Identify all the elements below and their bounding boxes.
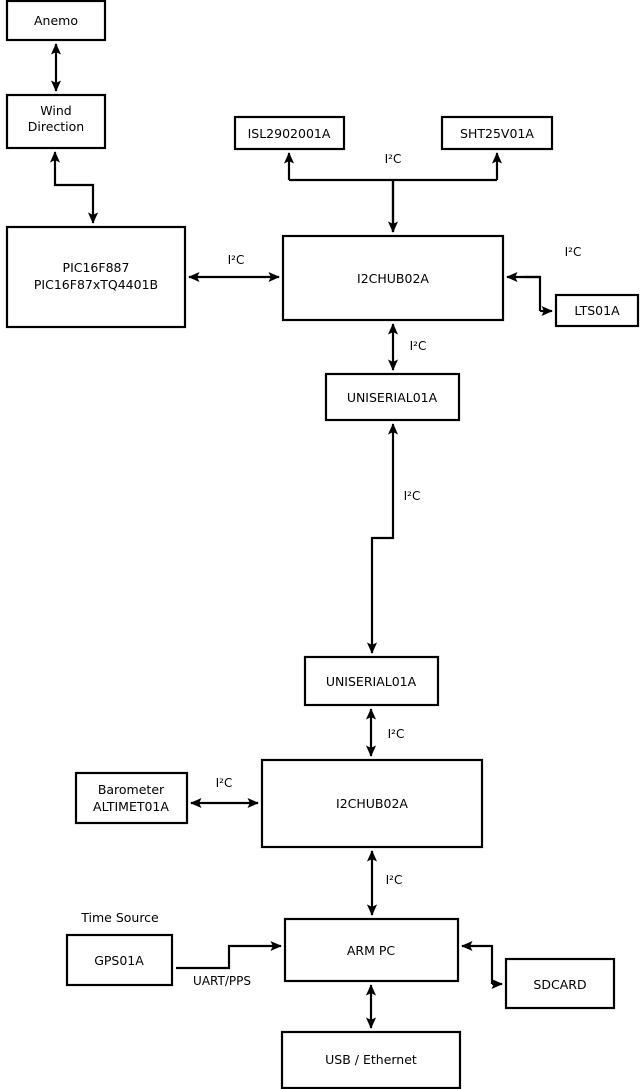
node-wind-direction-label-1: Wind [40,103,71,118]
node-gps01a[interactable]: GPS01A [65,933,174,987]
node-isl2902001a-label: ISL2902001A [248,126,331,141]
node-wind-direction-label-2: Direction [28,119,84,134]
node-pic-mcu-label-2: PIC16F87xTQ4401B [34,277,158,292]
edge-sdcard-return [461,940,494,984]
node-i2chub02a-bottom-label: I2CHUB02A [336,796,408,811]
node-anemo[interactable]: Anemo [5,0,107,42]
edge-label-i2c-pic-hub: I²C [228,253,245,267]
edge-wind-pic [49,151,99,224]
node-uniserial01a-top-label: UNISERIAL01A [347,390,438,405]
edge-label-i2c-uniserial-hub-bot: I²C [388,727,405,741]
node-i2chub02a-top[interactable]: I2CHUB02A [281,234,505,322]
node-i2chub02a-top-label: I2CHUB02A [357,271,429,286]
node-isl2902001a[interactable]: ISL2902001A [233,115,346,151]
edge-gps-armpc [176,940,282,970]
edge-label-i2c-sensors-top: I²C [385,152,402,166]
node-gps01a-label: GPS01A [94,953,144,968]
edge-label-i2c-hub-uniserial: I²C [410,339,427,353]
edge-uniserial-link-up [366,423,399,654]
edge-label-i2c-hub-armpc: I²C [386,873,403,887]
node-arm-pc[interactable]: ARM PC [283,917,460,983]
node-sht25v01a[interactable]: SHT25V01A [440,115,554,151]
node-barometer[interactable]: Barometer ALTIMET01A [74,771,189,825]
edge-label-i2c-hub-lts: I²C [565,245,582,259]
node-arm-pc-label: ARM PC [347,943,396,958]
node-usb-ethernet[interactable]: USB / Ethernet [280,1030,462,1089]
node-barometer-label-2: ALTIMET01A [93,799,169,814]
node-barometer-label-1: Barometer [98,782,165,797]
node-sdcard[interactable]: SDCARD [504,957,616,1010]
edge-label-uart-pps: UART/PPS [193,974,251,988]
edge-lts-return [506,271,542,311]
node-sht25v01a-label: SHT25V01A [460,126,534,141]
node-pic-mcu[interactable]: PIC16F887 PIC16F87xTQ4401B [5,225,187,329]
node-sdcard-label: SDCARD [533,977,586,992]
node-wind-direction[interactable]: Wind Direction [5,93,107,150]
label-time-source: Time Source [80,910,159,925]
node-i2chub02a-bottom[interactable]: I2CHUB02A [260,758,484,849]
node-lts01a-label: LTS01A [574,303,620,318]
node-uniserial01a-bottom[interactable]: UNISERIAL01A [303,655,440,707]
node-uniserial01a-bottom-label: UNISERIAL01A [326,674,417,689]
edge-label-i2c-uniserial-link: I²C [404,489,421,503]
node-lts01a[interactable]: LTS01A [554,293,640,328]
node-usb-ethernet-label: USB / Ethernet [325,1052,417,1067]
edge-label-i2c-barometer: I²C [216,776,233,790]
node-pic-mcu-label-1: PIC16F887 [63,260,130,275]
node-anemo-label: Anemo [34,13,78,28]
node-uniserial01a-top[interactable]: UNISERIAL01A [324,372,461,422]
